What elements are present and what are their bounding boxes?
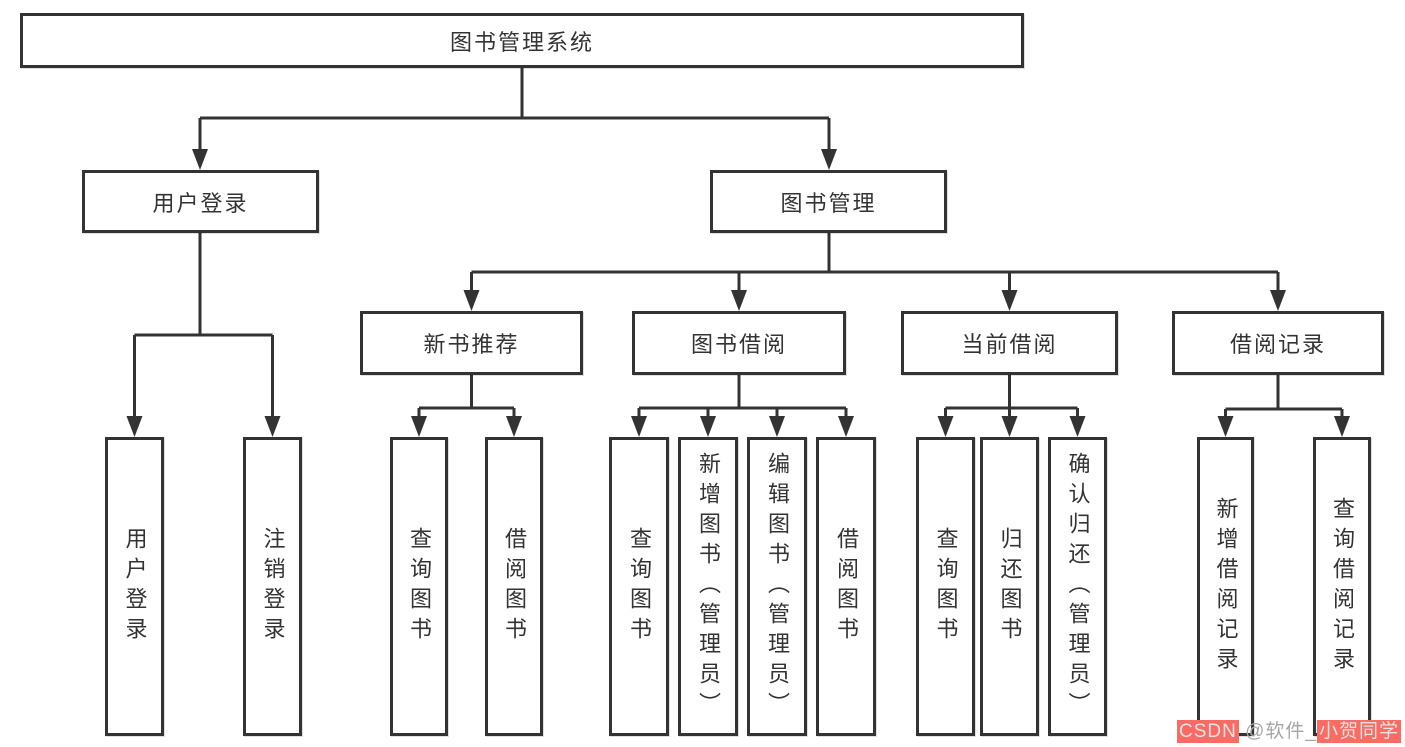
node-current-borrow-label: 当前借阅 bbox=[961, 332, 1058, 357]
leaf-current-query-label: 查询图书 bbox=[933, 526, 959, 647]
watermark: CSDN @软件_小贺同学 bbox=[1177, 716, 1401, 743]
node-new-book-recommend-label: 新书推荐 bbox=[423, 332, 520, 357]
leaf-current-return: 归还图书 bbox=[980, 437, 1039, 736]
leaf-user-login-label: 用户登录 bbox=[122, 526, 148, 647]
leaf-newbook-borrow-label: 借阅图书 bbox=[502, 526, 527, 647]
leaf-borrow-add: 新增图书（管理员） bbox=[678, 437, 738, 736]
leaf-borrow-add-label: 新增图书（管理员） bbox=[696, 451, 721, 722]
leaf-current-query: 查询图书 bbox=[916, 437, 975, 736]
leaf-current-confirm: 确认归还（管理员） bbox=[1048, 437, 1107, 736]
node-user-login: 用户登录 bbox=[82, 170, 319, 233]
leaf-borrow-edit-label: 编辑图书（管理员） bbox=[765, 451, 790, 722]
node-user-login-label: 用户登录 bbox=[152, 190, 249, 216]
leaf-current-return-label: 归还图书 bbox=[997, 526, 1023, 647]
leaf-newbook-query: 查询图书 bbox=[390, 437, 448, 736]
watermark-username: 小贺同学 bbox=[1316, 720, 1401, 743]
node-book-management: 图书管理 bbox=[710, 170, 947, 233]
leaf-record-add-label: 新增借阅记录 bbox=[1213, 496, 1239, 677]
leaf-record-add: 新增借阅记录 bbox=[1197, 437, 1254, 736]
connector-paths bbox=[133, 66, 1344, 421]
leaf-logout-label: 注销登录 bbox=[260, 526, 286, 647]
leaf-current-confirm-label: 确认归还（管理员） bbox=[1065, 451, 1091, 722]
node-borrow-record-label: 借阅记录 bbox=[1229, 332, 1326, 357]
leaf-newbook-borrow: 借阅图书 bbox=[485, 437, 543, 736]
node-book-borrow-label: 图书借阅 bbox=[690, 332, 787, 357]
node-book-management-label: 图书管理 bbox=[780, 190, 877, 216]
leaf-borrow-book-label: 借阅图书 bbox=[834, 526, 859, 647]
leaf-borrow-book: 借阅图书 bbox=[816, 437, 876, 736]
node-current-borrow: 当前借阅 bbox=[901, 311, 1118, 375]
watermark-handle: @软件_ bbox=[1238, 721, 1317, 742]
leaf-user-login: 用户登录 bbox=[105, 437, 164, 736]
node-new-book-recommend: 新书推荐 bbox=[360, 311, 583, 375]
leaf-record-query-label: 查询借阅记录 bbox=[1330, 496, 1355, 677]
leaf-borrow-query: 查询图书 bbox=[609, 437, 669, 736]
node-root-label: 图书管理系统 bbox=[449, 29, 594, 55]
leaf-record-query: 查询借阅记录 bbox=[1313, 437, 1371, 736]
leaf-borrow-edit: 编辑图书（管理员） bbox=[747, 437, 807, 736]
leaf-borrow-query-label: 查询图书 bbox=[627, 526, 652, 647]
arrowheads bbox=[126, 149, 1350, 437]
node-book-borrow: 图书借阅 bbox=[632, 311, 846, 375]
leaf-logout: 注销登录 bbox=[243, 437, 302, 736]
leaf-newbook-query-label: 查询图书 bbox=[407, 526, 432, 647]
node-root: 图书管理系统 bbox=[20, 13, 1024, 68]
node-borrow-record: 借阅记录 bbox=[1172, 311, 1384, 375]
watermark-brand: CSDN bbox=[1177, 720, 1239, 743]
